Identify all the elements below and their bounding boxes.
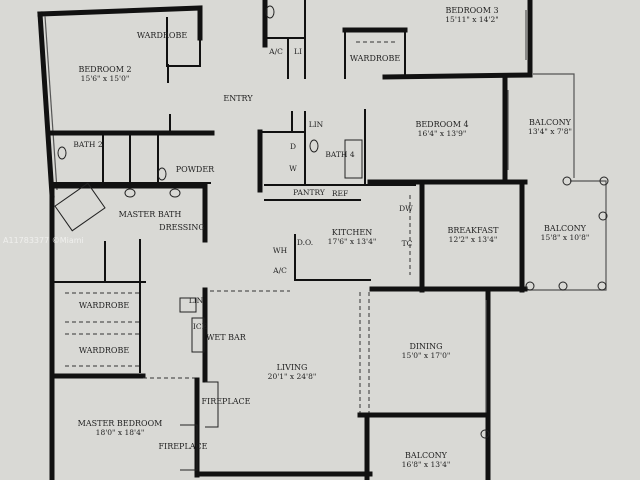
- ice-label: ICE: [193, 322, 207, 331]
- bath4-label: BATH 4: [325, 150, 354, 159]
- entry-label: ENTRY: [223, 94, 253, 103]
- balcony2-label: BALCONY: [544, 224, 587, 233]
- ac-label: A/C: [268, 47, 283, 56]
- fireplace-label: FIREPLACE: [158, 442, 207, 451]
- dryer-label: D: [290, 142, 296, 151]
- bath2-label: BATH 2: [73, 140, 102, 149]
- ref-label: REF: [332, 189, 348, 198]
- master-bedroom-label: MASTER BEDROOM: [78, 419, 163, 428]
- wardrobe-label: WARDROBE: [79, 346, 130, 355]
- wardrobe-label: WARDROBE: [137, 31, 188, 40]
- dining-label: DINING: [409, 342, 442, 351]
- room-labels: BEDROOM 2 15'6" x 15'0" WARDROBE ENTRY A…: [73, 6, 589, 469]
- balcony2-size: 15'8" x 10'8": [541, 233, 590, 242]
- washer-label: W: [289, 164, 297, 173]
- powder-label: POWDER: [176, 165, 215, 174]
- kitchen-size: 17'6" x 13'4": [328, 237, 377, 246]
- breakfast-label: BREAKFAST: [448, 226, 500, 235]
- dw-label: DW: [399, 204, 413, 213]
- bedroom3-label: BEDROOM 3: [445, 6, 498, 15]
- lin-label-2: LIN: [189, 296, 204, 305]
- breakfast-size: 12'2" x 13'4": [449, 235, 498, 244]
- bedroom3-size: 15'11" x 14'2": [445, 15, 498, 24]
- bedroom4-label: BEDROOM 4: [415, 120, 468, 129]
- wh-label: WH: [273, 246, 288, 255]
- wet-bar-label: WET BAR: [206, 333, 247, 342]
- bedroom4-size: 16'4" x 13'9": [418, 129, 467, 138]
- ac-label-2: A/C: [272, 266, 287, 275]
- pantry-label: PANTRY: [293, 188, 326, 197]
- master-bath-label: MASTER BATH: [119, 210, 182, 219]
- lin-label: LIN: [309, 120, 324, 129]
- fireplace-label: FIREPLACE: [201, 397, 250, 406]
- balcony1-size: 13'4" x 7'8": [528, 127, 572, 136]
- dressing-label: DRESSING: [159, 223, 205, 232]
- balcony3-size: 16'8" x 13'4": [402, 460, 451, 469]
- tc-label: TC: [402, 239, 413, 248]
- wardrobe-label: WARDROBE: [350, 54, 401, 63]
- living-label: LIVING: [277, 363, 308, 372]
- walls: [37, 0, 609, 480]
- living-size: 20'1" x 24'8": [268, 372, 317, 381]
- dining-size: 15'0" x 17'0": [402, 351, 451, 360]
- bedroom2-label: BEDROOM 2: [78, 65, 131, 74]
- wardrobe-label: WARDROBE: [79, 301, 130, 310]
- li-label: LI: [294, 47, 302, 56]
- balcony3-label: BALCONY: [405, 451, 448, 460]
- do-label: D.O.: [297, 238, 313, 247]
- watermark: A11783377 ©Miami: [3, 236, 84, 245]
- bedroom2-size: 15'6" x 15'0": [81, 74, 130, 83]
- master-bedroom-size: 18'0" x 18'4": [96, 428, 145, 437]
- kitchen-label: KITCHEN: [332, 228, 372, 237]
- balcony1-label: BALCONY: [529, 118, 572, 127]
